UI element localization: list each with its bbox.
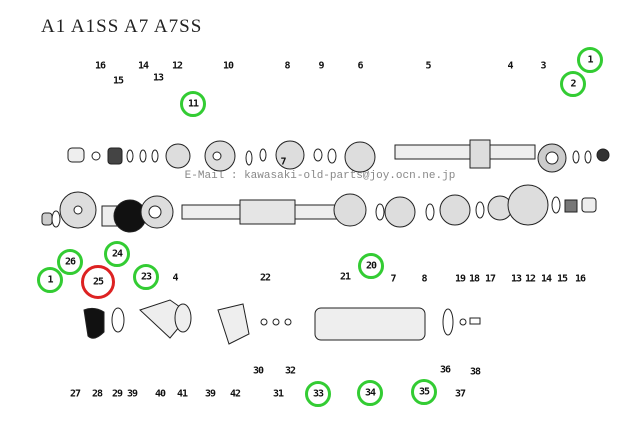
part-label: 1 bbox=[587, 54, 593, 66]
diagram-title: A1 A1SS A7 A7SS bbox=[41, 16, 203, 37]
part-label: 3 bbox=[540, 60, 546, 72]
part-label: 1 bbox=[47, 274, 53, 286]
part-label: 16 bbox=[94, 60, 106, 72]
part-label: 13 bbox=[510, 273, 522, 285]
part-label: 15 bbox=[556, 273, 568, 285]
part-label: 17 bbox=[484, 273, 496, 285]
part-label: 37 bbox=[454, 388, 466, 400]
highlight-circle-35[interactable] bbox=[411, 379, 437, 405]
part-label: 12 bbox=[524, 273, 536, 285]
part-label: 28 bbox=[91, 388, 103, 400]
part-label: 32 bbox=[284, 365, 296, 377]
part-label: 36 bbox=[439, 364, 451, 376]
highlight-circle-20[interactable] bbox=[358, 253, 384, 279]
highlight-circle-34[interactable] bbox=[357, 380, 383, 406]
part-label: 24 bbox=[111, 248, 123, 260]
part-label: 33 bbox=[312, 388, 324, 400]
part-label: 20 bbox=[365, 260, 377, 272]
part-label: 8 bbox=[421, 273, 427, 285]
part-label: 23 bbox=[140, 271, 152, 283]
part-label: 39 bbox=[204, 388, 216, 400]
middle-shaft-parts bbox=[41, 184, 597, 233]
part-label: 13 bbox=[152, 72, 164, 84]
highlight-circle-33[interactable] bbox=[305, 381, 331, 407]
highlight-circle-24[interactable] bbox=[104, 241, 130, 267]
part-label: 14 bbox=[137, 60, 149, 72]
part-label: 11 bbox=[187, 98, 199, 110]
highlight-circle-2[interactable] bbox=[560, 71, 586, 97]
part-label: 14 bbox=[540, 273, 552, 285]
part-label: 31 bbox=[272, 388, 284, 400]
part-label: 7 bbox=[390, 273, 396, 285]
highlight-circle-26[interactable] bbox=[57, 249, 83, 275]
part-label: 2 bbox=[570, 78, 576, 90]
part-label: 34 bbox=[364, 387, 376, 399]
part-label: 25 bbox=[92, 276, 104, 288]
highlight-circle-23[interactable] bbox=[133, 264, 159, 290]
part-label: 10 bbox=[222, 60, 234, 72]
part-label: 41 bbox=[176, 388, 188, 400]
part-label: 19 bbox=[454, 273, 466, 285]
part-label: 16 bbox=[574, 273, 586, 285]
part-label: 27 bbox=[69, 388, 81, 400]
part-label: 30 bbox=[252, 365, 264, 377]
part-label: 8 bbox=[284, 60, 290, 72]
highlight-circle-25-current[interactable] bbox=[81, 265, 115, 299]
part-label: 21 bbox=[339, 271, 351, 283]
part-label: 9 bbox=[318, 60, 324, 72]
email-watermark: E-Mail : kawasaki-old-parts@joy.ocn.ne.j… bbox=[184, 170, 456, 182]
part-label: 39 bbox=[126, 388, 138, 400]
part-label: 26 bbox=[64, 256, 76, 268]
part-label: 7 bbox=[280, 156, 286, 168]
part-label: 18 bbox=[468, 273, 480, 285]
top-shaft-parts bbox=[67, 139, 610, 173]
part-label: 35 bbox=[418, 386, 430, 398]
highlight-circle-1-lower[interactable] bbox=[37, 267, 63, 293]
part-label: 29 bbox=[111, 388, 123, 400]
part-label: 15 bbox=[112, 75, 124, 87]
part-label: 4 bbox=[172, 272, 178, 284]
part-label: 4 bbox=[507, 60, 513, 72]
highlight-circle-11[interactable] bbox=[180, 91, 206, 117]
part-label: 6 bbox=[357, 60, 363, 72]
highlight-circle-1[interactable] bbox=[577, 47, 603, 73]
part-label: 5 bbox=[425, 60, 431, 72]
part-label: 22 bbox=[259, 272, 271, 284]
shift-drum-parts bbox=[83, 299, 481, 345]
part-label: 42 bbox=[229, 388, 241, 400]
part-label: 38 bbox=[469, 366, 481, 378]
part-label: 12 bbox=[171, 60, 183, 72]
part-label: 40 bbox=[154, 388, 166, 400]
